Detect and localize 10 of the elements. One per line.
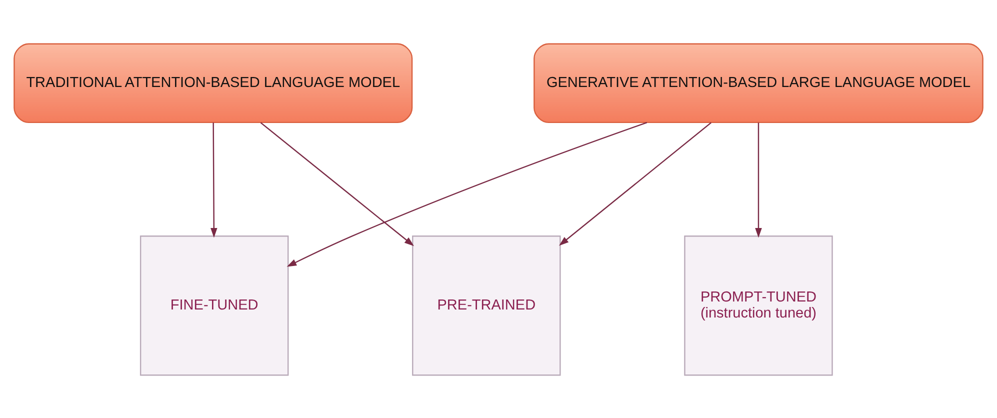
arrow [210, 122, 218, 238]
node-box: PROMPT-TUNED (instruction tuned) [684, 235, 833, 376]
node-box: PRE-TRAINED [412, 235, 561, 376]
arrow [260, 122, 414, 246]
node-box: GENERATIVE ATTENTION-BASED LARGE LANGUAGE MODEL [534, 42, 984, 123]
arrow [558, 122, 712, 246]
node-box: TRADITIONAL ATTENTION-BASED LANGUAGE MODEL [14, 42, 413, 123]
arrow [286, 121, 648, 266]
node-box: FINE-TUNED [140, 235, 289, 376]
arrow [755, 122, 762, 238]
